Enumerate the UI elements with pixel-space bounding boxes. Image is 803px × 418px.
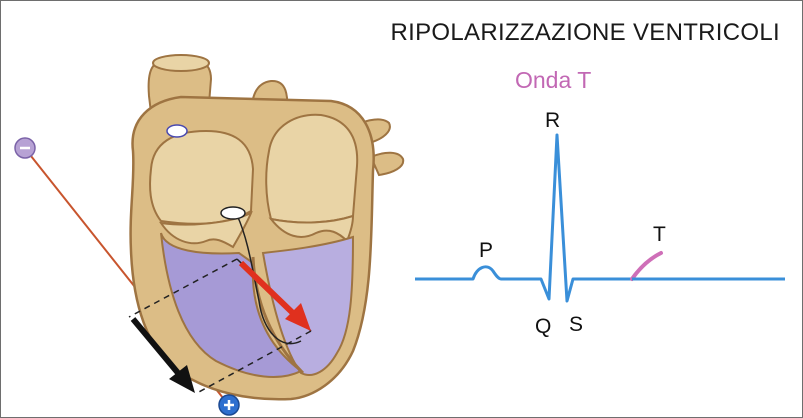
plus-circle-icon <box>219 395 239 415</box>
ecg-label-r: R <box>545 109 560 133</box>
ecg-t-wave <box>632 253 661 279</box>
t-wave-subtitle: Onda T <box>515 67 591 94</box>
ecg-label-p: P <box>479 239 493 263</box>
ecg-baseline <box>415 135 632 301</box>
sa-node <box>167 125 187 137</box>
ecg-label-s: S <box>569 313 583 337</box>
ecg-label-q: Q <box>535 315 551 339</box>
diagram-title: RIPOLARIZZAZIONE VENTRICOLI <box>391 19 781 47</box>
right-atrium <box>266 115 357 223</box>
ecg-trace <box>415 135 785 301</box>
minus-circle-icon <box>15 138 35 158</box>
av-node <box>221 207 245 219</box>
ecg-label-t: T <box>653 223 666 247</box>
